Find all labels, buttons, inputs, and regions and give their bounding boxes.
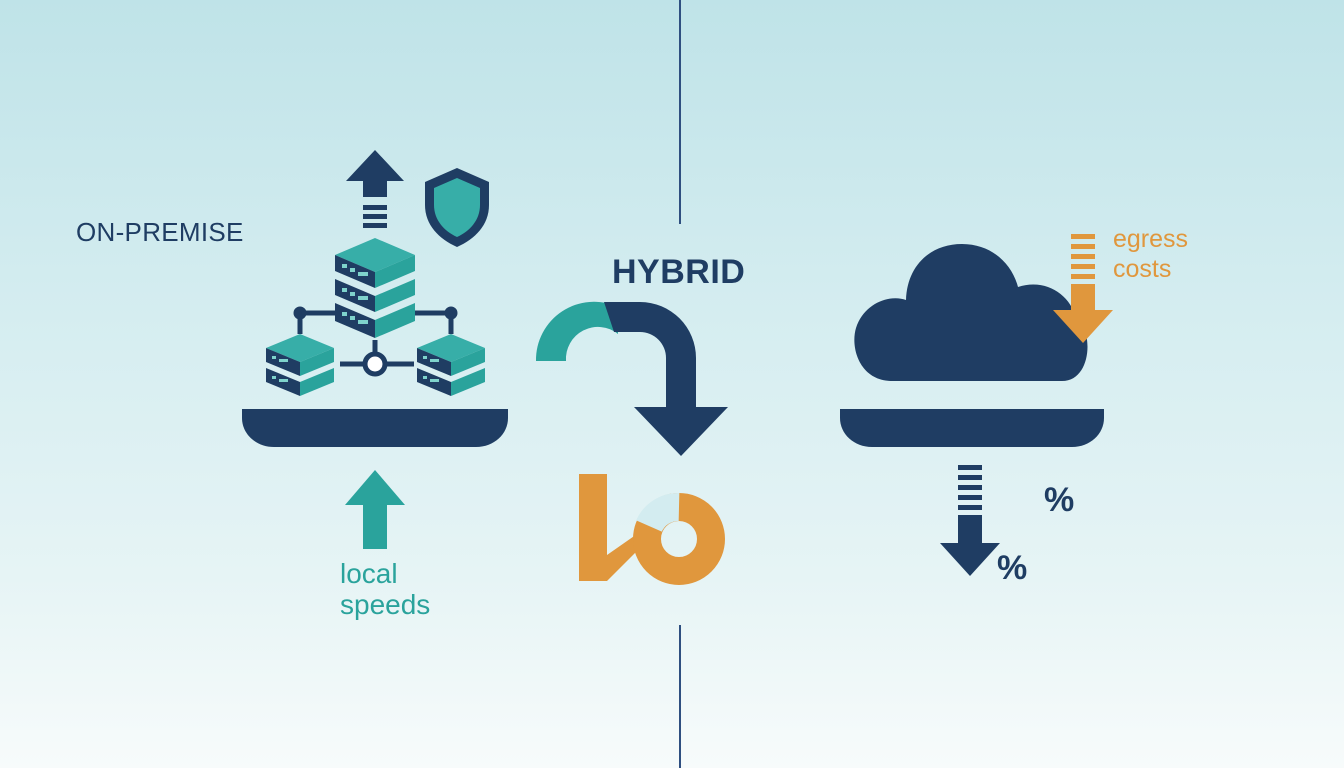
arrow-up-icon — [345, 470, 405, 549]
server-stack-icon — [417, 334, 485, 396]
cloud-icon — [854, 244, 1088, 381]
arrow-down-icon — [940, 465, 1000, 576]
cloud-platform — [840, 409, 1104, 447]
donut-chart-icon — [579, 474, 725, 585]
hybrid-title: HYBRID — [612, 253, 746, 291]
arrow-down-icon — [1053, 234, 1113, 343]
curved-arrow-icon — [535, 301, 728, 456]
percent-symbol-2: % — [997, 549, 1028, 587]
egress-costs-label: egress costs — [1113, 224, 1188, 284]
network-node-icon — [293, 306, 458, 377]
arrow-up-icon — [346, 150, 404, 228]
shield-icon — [425, 168, 489, 247]
local-speeds-line-1: local — [340, 558, 398, 589]
local-speeds-line-2: speeds — [340, 589, 431, 620]
egress-costs-line-1: egress — [1113, 225, 1189, 253]
egress-costs-line-2: costs — [1113, 255, 1172, 283]
server-stack-icon — [335, 238, 415, 338]
percent-symbol-1: % — [1044, 481, 1075, 519]
local-speeds-label: local speeds — [340, 558, 430, 620]
on-premise-title: ON-PREMISE — [76, 217, 244, 247]
server-stack-icon — [266, 334, 334, 396]
on-premise-platform — [242, 409, 508, 447]
